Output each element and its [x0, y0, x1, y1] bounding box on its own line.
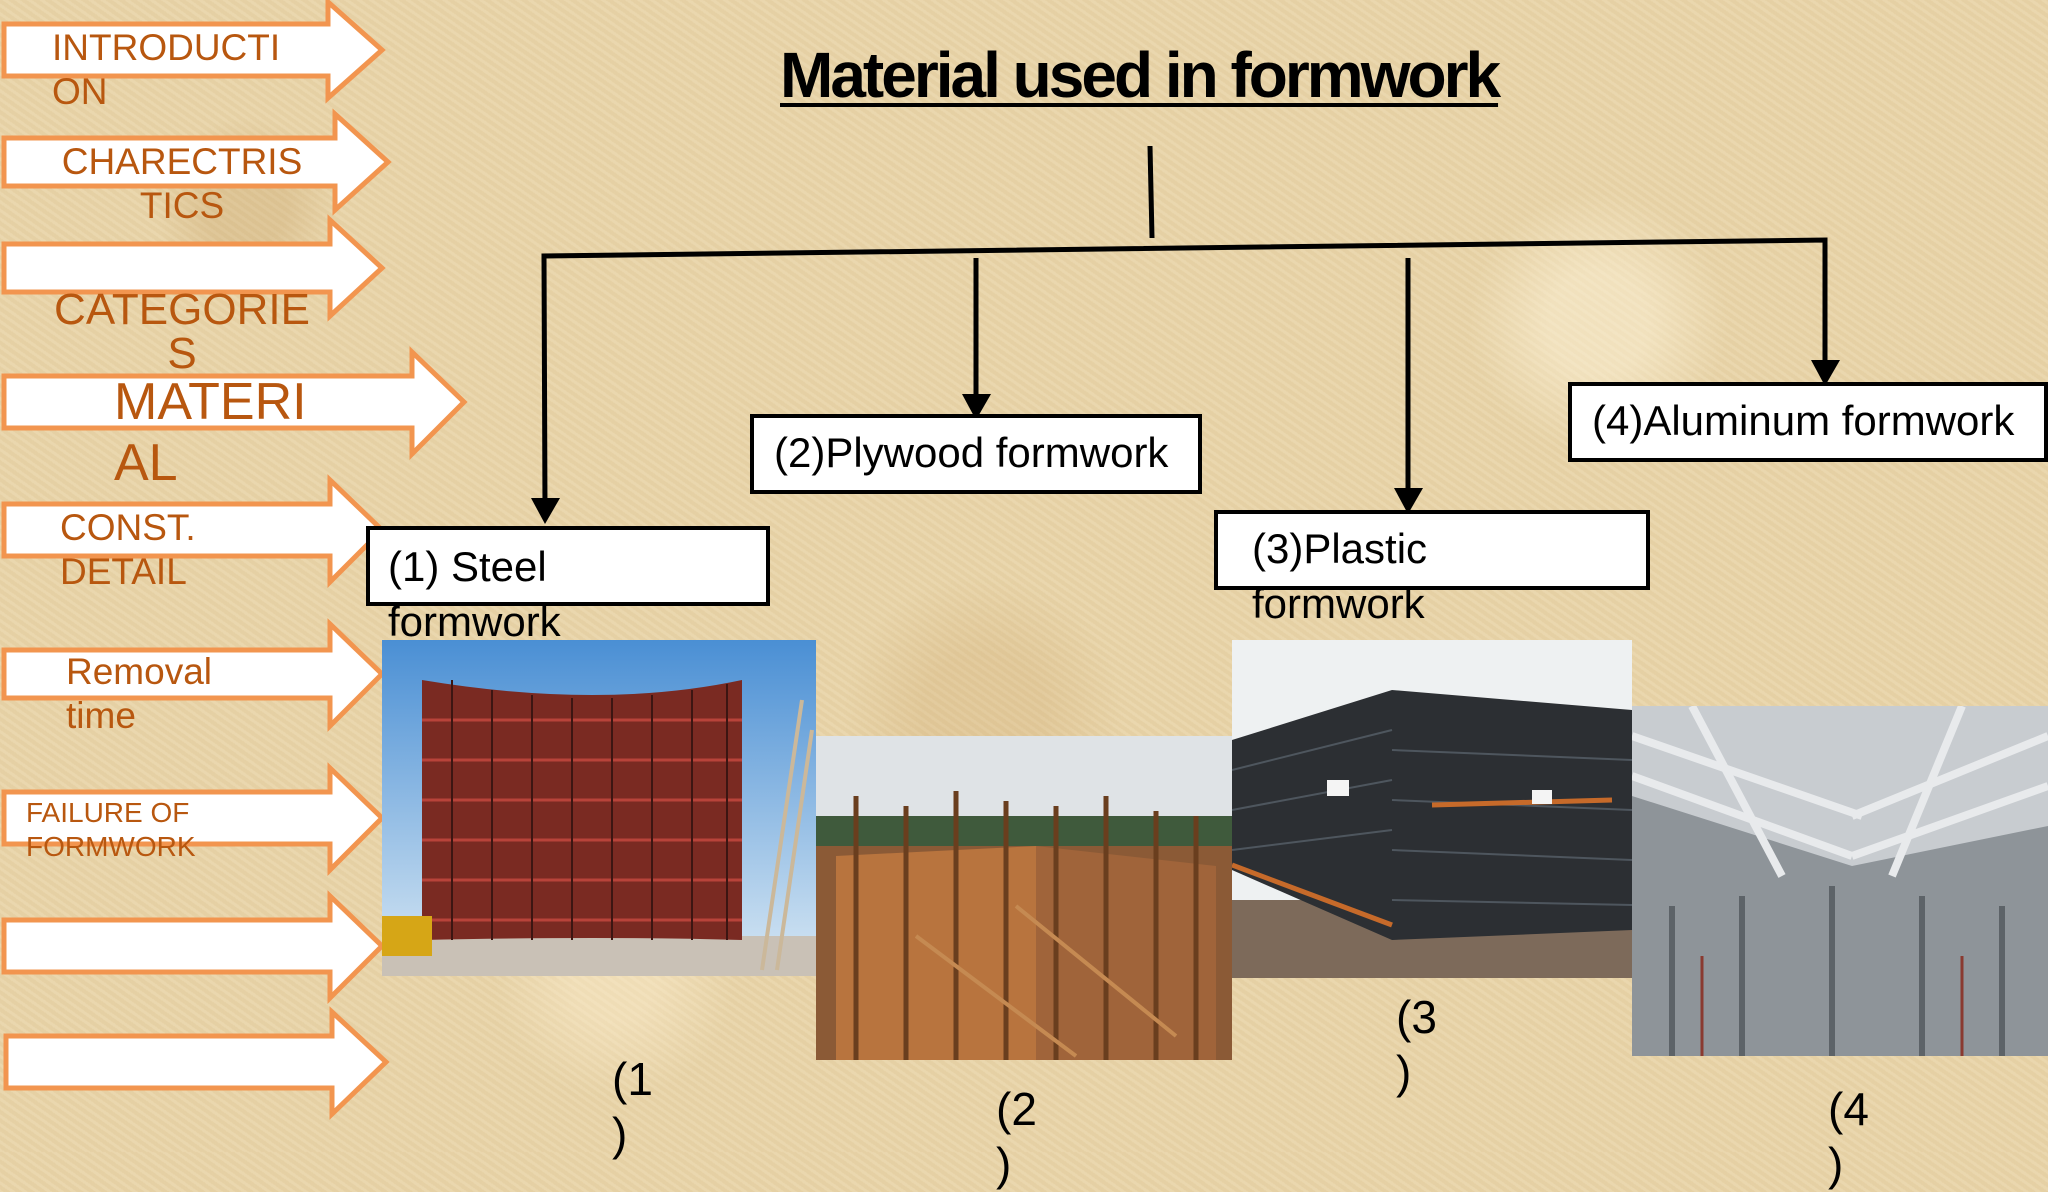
nav-label: CONST. DETAIL — [60, 507, 196, 593]
nav-arrow-failure[interactable]: FAILURE OF FORMWORK — [0, 762, 420, 877]
material-label-aluminum: (4)Aluminum formwork — [1592, 397, 2015, 444]
material-label-steel: (1) Steel formwork — [388, 543, 561, 645]
nav-label: INTRODUCTI ON — [52, 27, 281, 113]
plastic-formwork-photo — [1232, 640, 1632, 978]
nav-arrow-removal-time[interactable]: Removal time — [0, 618, 420, 736]
plywood-formwork-photo — [816, 736, 1232, 1060]
page-title: Material used in formwork — [780, 39, 1501, 111]
material-label-plywood: (2)Plywood formwork — [774, 429, 1169, 476]
nav-label: CHARECTRIS TICS — [61, 141, 303, 227]
nav-label: FAILURE OF FORMWORK — [26, 797, 196, 862]
nav-arrow-blank-1[interactable] — [0, 214, 420, 322]
nav-label: Removal time — [66, 651, 212, 737]
photo-caption-2: (2 ) — [996, 1083, 1037, 1191]
material-box-plastic — [1214, 510, 1650, 590]
nav-arrow-characteristics[interactable]: CHARECTRIS TICS — [0, 108, 420, 226]
photo-caption-1: (1 ) — [612, 1053, 653, 1161]
nav-arrow-const-detail[interactable]: CONST. DETAIL — [0, 474, 420, 592]
nav-label-categories[interactable]: CATEGORIE S — [54, 285, 310, 378]
material-box-steel — [366, 526, 770, 606]
aluminum-formwork-photo — [1632, 706, 2048, 1056]
material-box-plywood — [750, 414, 1202, 494]
material-box-aluminum — [1568, 382, 2048, 462]
steel-formwork-photo — [382, 640, 816, 976]
photo-caption-4: (4 ) — [1828, 1083, 1869, 1191]
nav-arrow-blank-3[interactable] — [0, 1006, 420, 1120]
material-label-plastic: (3)Plastic formwork — [1252, 525, 1428, 627]
nav-arrow-material[interactable]: MATERI AL — [0, 346, 468, 492]
nav-arrow-blank-2[interactable] — [0, 890, 420, 1005]
photo-caption-3: (3 ) — [1396, 991, 1437, 1099]
nav-label: MATERI AL — [114, 373, 307, 492]
nav-arrow-introduction[interactable]: INTRODUCTI ON — [0, 0, 420, 112]
